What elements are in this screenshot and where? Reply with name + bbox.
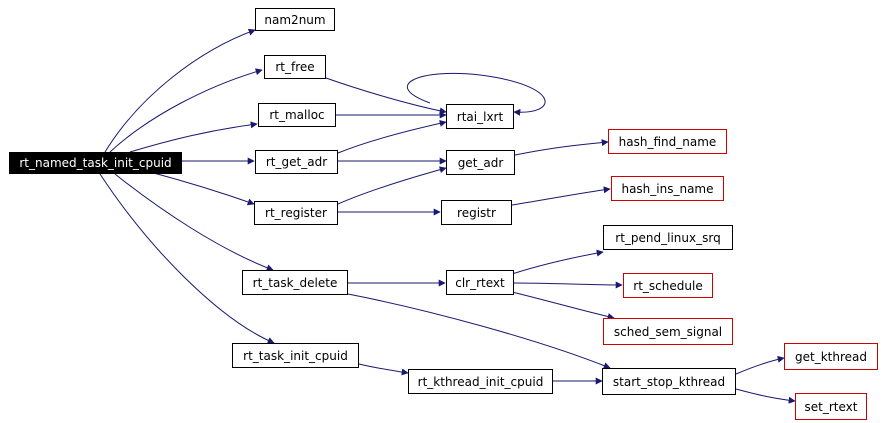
edge-clr_rtext-rt_pend_linux_srq [511,249,604,275]
edge-start_stop_kthread-set_rtext [735,388,796,404]
node-set-rtext[interactable]: set_rtext [795,393,867,420]
edge-root-rt_register [149,171,255,206]
edge-rt_task_delete-start_stop_kthread [347,293,611,369]
edge-rt_register-get_adr [337,166,447,205]
node-hash-find-name[interactable]: hash_find_name [608,129,727,154]
edge-root-rt_task_delete [114,173,274,272]
node-rt-malloc[interactable]: rt_malloc [258,103,336,127]
node-label: rt_register [265,206,327,220]
node-hash-ins-name[interactable]: hash_ins_name [611,176,724,201]
edge-rt_get_adr-rtai_lxrt [337,119,447,154]
node-label: hash_find_name [618,134,717,149]
node-get-kthread[interactable]: get_kthread [784,343,878,370]
node-label: nam2num [264,12,326,27]
node-label: rt_task_delete [252,275,338,290]
node-label: rt_malloc [269,108,325,122]
node-rt-task-delete[interactable]: rt_task_delete [242,270,348,295]
edge-clr_rtext-rt_schedule [513,281,623,289]
edge-root-rt_free [109,68,263,153]
edge-root-rt_malloc [129,121,258,153]
node-label: hash_ins_name [621,181,714,196]
node-label: rt_pend_linux_srq [615,230,721,245]
node-rt-task-init-cpuid[interactable]: rt_task_init_cpuid [232,343,359,368]
node-sched-sem-signal[interactable]: sched_sem_signal [603,318,733,345]
edge-registr-hash_ins_name [511,186,611,206]
node-label: rt_schedule [633,278,703,293]
node-rt-register[interactable]: rt_register [254,201,338,225]
node-rt-free[interactable]: rt_free [264,55,326,79]
node-label: rt_free [275,60,315,74]
node-label: start_stop_kthread [612,374,726,389]
node-label: rt_get_adr [265,155,328,169]
node-label: rt_task_init_cpuid [243,348,348,363]
node-rt-get-adr[interactable]: rt_get_adr [255,150,338,174]
node-get-adr[interactable]: get_adr [446,150,515,175]
edge-rt_free-rtai_lxrt [325,77,447,115]
edge-root-rt_task_init_cpuid [99,173,275,344]
node-label: sched_sem_signal [613,324,723,339]
node-nam2num[interactable]: nam2num [255,8,335,31]
node-rt-kthread-init-cpuid[interactable]: rt_kthread_init_cpuid [408,369,553,394]
node-rtai-lxrt[interactable]: rtai_lxrt [446,104,514,129]
edge-start_stop_kthread-get_kthread [735,355,785,375]
node-registr[interactable]: registr [441,200,512,225]
edge-root-nam2num [104,28,256,153]
node-rt-schedule[interactable]: rt_schedule [623,273,713,298]
node-start-stop-kthread[interactable]: start_stop_kthread [602,368,736,395]
edge-rt_task_init_cpuid-rt_kthread_init_cpuid [358,363,409,376]
edge-clr_rtext-sched_sem_signal [511,291,615,320]
node-clr-rtext[interactable]: clr_rtext [446,270,514,295]
node-rt-pend-linux-srq[interactable]: rt_pend_linux_srq [603,225,733,250]
node-label: set_rtext [804,399,858,414]
node-label: get_kthread [795,349,867,364]
edge-rtai_lxrt-self [406,72,546,116]
edge-get_adr-hash_find_name [514,139,609,156]
node-label: rtai_lxrt [456,109,504,124]
node-label: clr_rtext [455,275,505,290]
node-label: get_adr [457,155,504,170]
node-label: rt_kthread_init_cpuid [417,374,544,389]
node-rt-named-task-init-cpuid[interactable]: rt_named_task_init_cpuid [9,152,182,174]
node-label: registr [457,205,496,220]
node-label: rt_named_task_init_cpuid [19,156,172,170]
